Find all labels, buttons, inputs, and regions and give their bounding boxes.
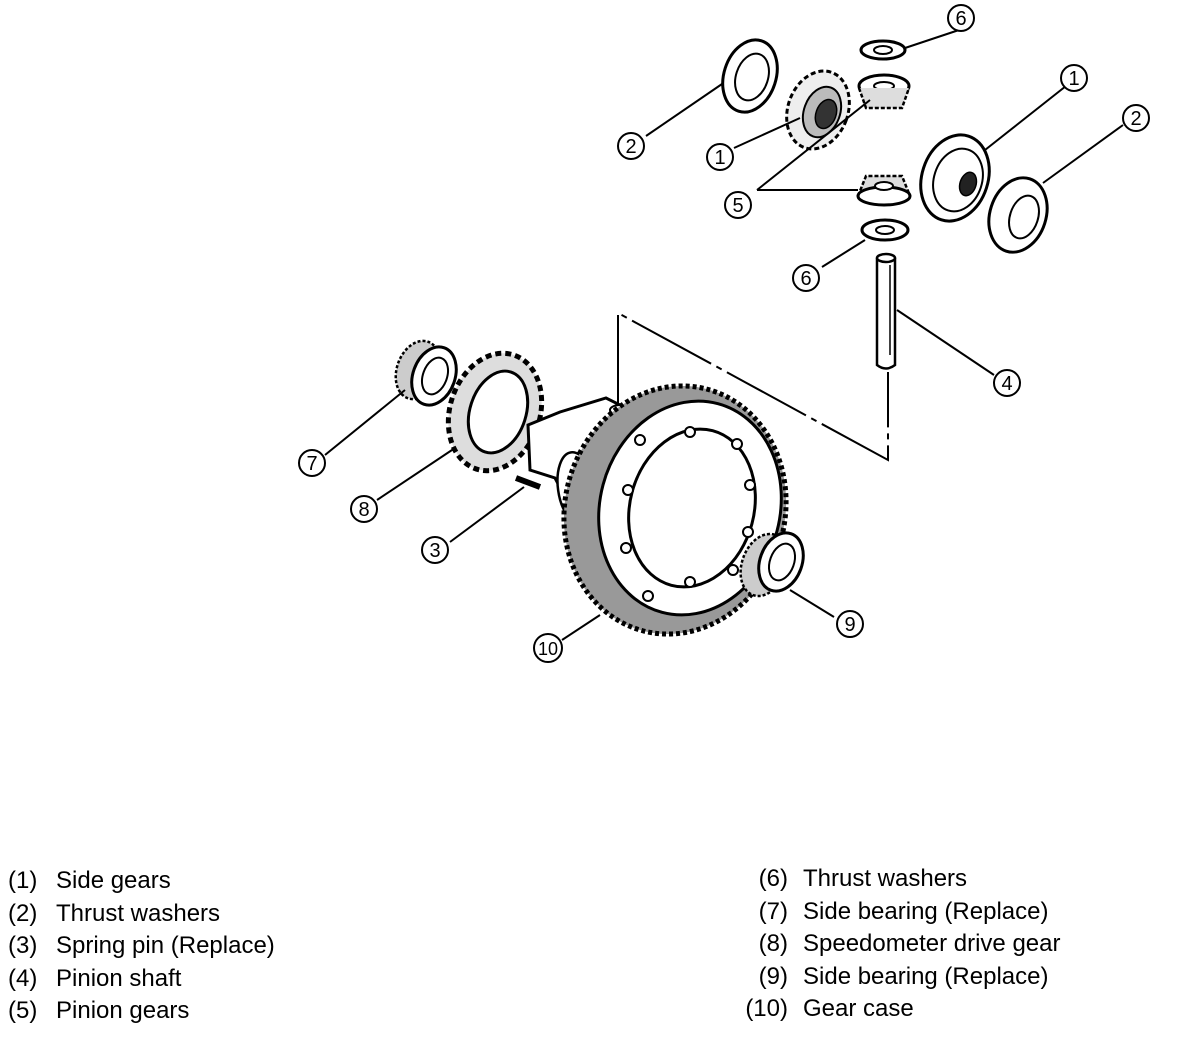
- callout-2-upper-label: 2: [625, 136, 636, 158]
- legend-item: (2) Thrust washers: [8, 898, 275, 931]
- pinion-shaft: [875, 252, 897, 370]
- callout-10: 10: [533, 633, 563, 663]
- callout-9-label: 9: [844, 614, 855, 636]
- legend-item: (5) Pinion gears: [8, 995, 275, 1028]
- legend-item: (8) Speedometer drive gear: [740, 928, 1061, 961]
- callout-8-label: 8: [358, 499, 369, 521]
- side-bearing-left: [394, 339, 458, 407]
- legend-label: Pinion shaft: [56, 964, 182, 992]
- callout-2-right-label: 2: [1130, 108, 1141, 130]
- legend-label: Side gears: [56, 867, 171, 894]
- legend-label: Speedometer drive gear: [803, 930, 1061, 957]
- legend-item: (6) Thrust washers: [740, 863, 1060, 896]
- callout-1-right-label: 1: [1068, 68, 1079, 90]
- legend-label: Spring pin (Replace): [56, 932, 275, 959]
- callout-6-bottom: 6: [792, 264, 820, 292]
- callout-4-label: 4: [1001, 373, 1012, 395]
- thrust-washer-left: [721, 38, 779, 114]
- legend-label: Thrust washers: [803, 865, 968, 892]
- legend-label: Gear case: [803, 995, 914, 1022]
- callout-1-upper: 1: [706, 143, 734, 171]
- legend-number: (6): [758, 865, 788, 892]
- legend-number: (3): [8, 932, 38, 959]
- callout-7-label: 7: [306, 453, 317, 475]
- callout-6-top-label: 6: [955, 8, 966, 30]
- legend-label: Pinion gears: [56, 997, 190, 1024]
- callout-3-label: 3: [429, 540, 440, 562]
- legend-number: (8): [758, 930, 788, 957]
- thrust-washer-right: [987, 176, 1049, 254]
- legend-number: (9): [758, 962, 788, 990]
- legend-left-column: (1) Side gears (2) Thrust washers (3) Sp…: [8, 865, 275, 1028]
- callout-1-upper-label: 1: [714, 147, 725, 169]
- legend-item: (3) Spring pin (Replace): [8, 930, 275, 963]
- legend-number: (4): [8, 964, 38, 992]
- callout-9: 9: [836, 610, 864, 638]
- callout-4: 4: [993, 369, 1021, 397]
- legend-number: (2): [8, 899, 38, 927]
- side-bearing-right: [739, 531, 805, 598]
- thrust-washer-small-bottom: [860, 218, 910, 242]
- callout-3: 3: [421, 536, 449, 564]
- callout-6-top: 6: [947, 4, 975, 32]
- legend-item: (9) Side bearing (Replace): [740, 961, 1060, 994]
- speedometer-drive-gear: [445, 350, 545, 474]
- side-gear-left: [785, 69, 851, 151]
- callout-8: 8: [350, 495, 378, 523]
- legend-label: Thrust washers: [56, 899, 221, 927]
- legend-number: (5): [8, 997, 38, 1024]
- side-gear-right: [919, 133, 991, 223]
- callout-1-right: 1: [1060, 64, 1088, 92]
- callout-10-label: 10: [538, 639, 558, 659]
- callout-6-bottom-label: 6: [800, 268, 811, 290]
- callout-2-right: 2: [1122, 104, 1150, 132]
- legend-number: (1): [8, 867, 38, 894]
- spring-pin: [514, 475, 542, 490]
- legend-number: (10): [745, 995, 788, 1022]
- leader-lines: [324, 29, 1124, 641]
- callout-2-upper: 2: [617, 132, 645, 160]
- gear-case: [526, 383, 789, 637]
- legend-label: Side bearing (Replace): [803, 962, 1049, 990]
- assembly-guide-line: [617, 311, 889, 462]
- legend-item: (1) Side gears: [8, 865, 275, 898]
- legend-label: Side bearing (Replace): [803, 897, 1049, 925]
- callout-5-label: 5: [732, 195, 743, 217]
- legend-item: (4) Pinion shaft: [8, 963, 275, 996]
- legend-item: (10) Gear case: [740, 993, 1060, 1026]
- legend-item: (7) Side bearing (Replace): [740, 896, 1060, 929]
- thrust-washer-small-top: [859, 39, 907, 61]
- legend-number: (7): [758, 897, 788, 925]
- pinion-gear-bottom: [856, 174, 912, 207]
- callout-7: 7: [298, 449, 326, 477]
- pinion-gear-top: [857, 73, 911, 110]
- callout-5: 5: [724, 191, 752, 219]
- legend-right-column: (6) Thrust washers (7) Side bearing (Rep…: [740, 863, 1060, 1026]
